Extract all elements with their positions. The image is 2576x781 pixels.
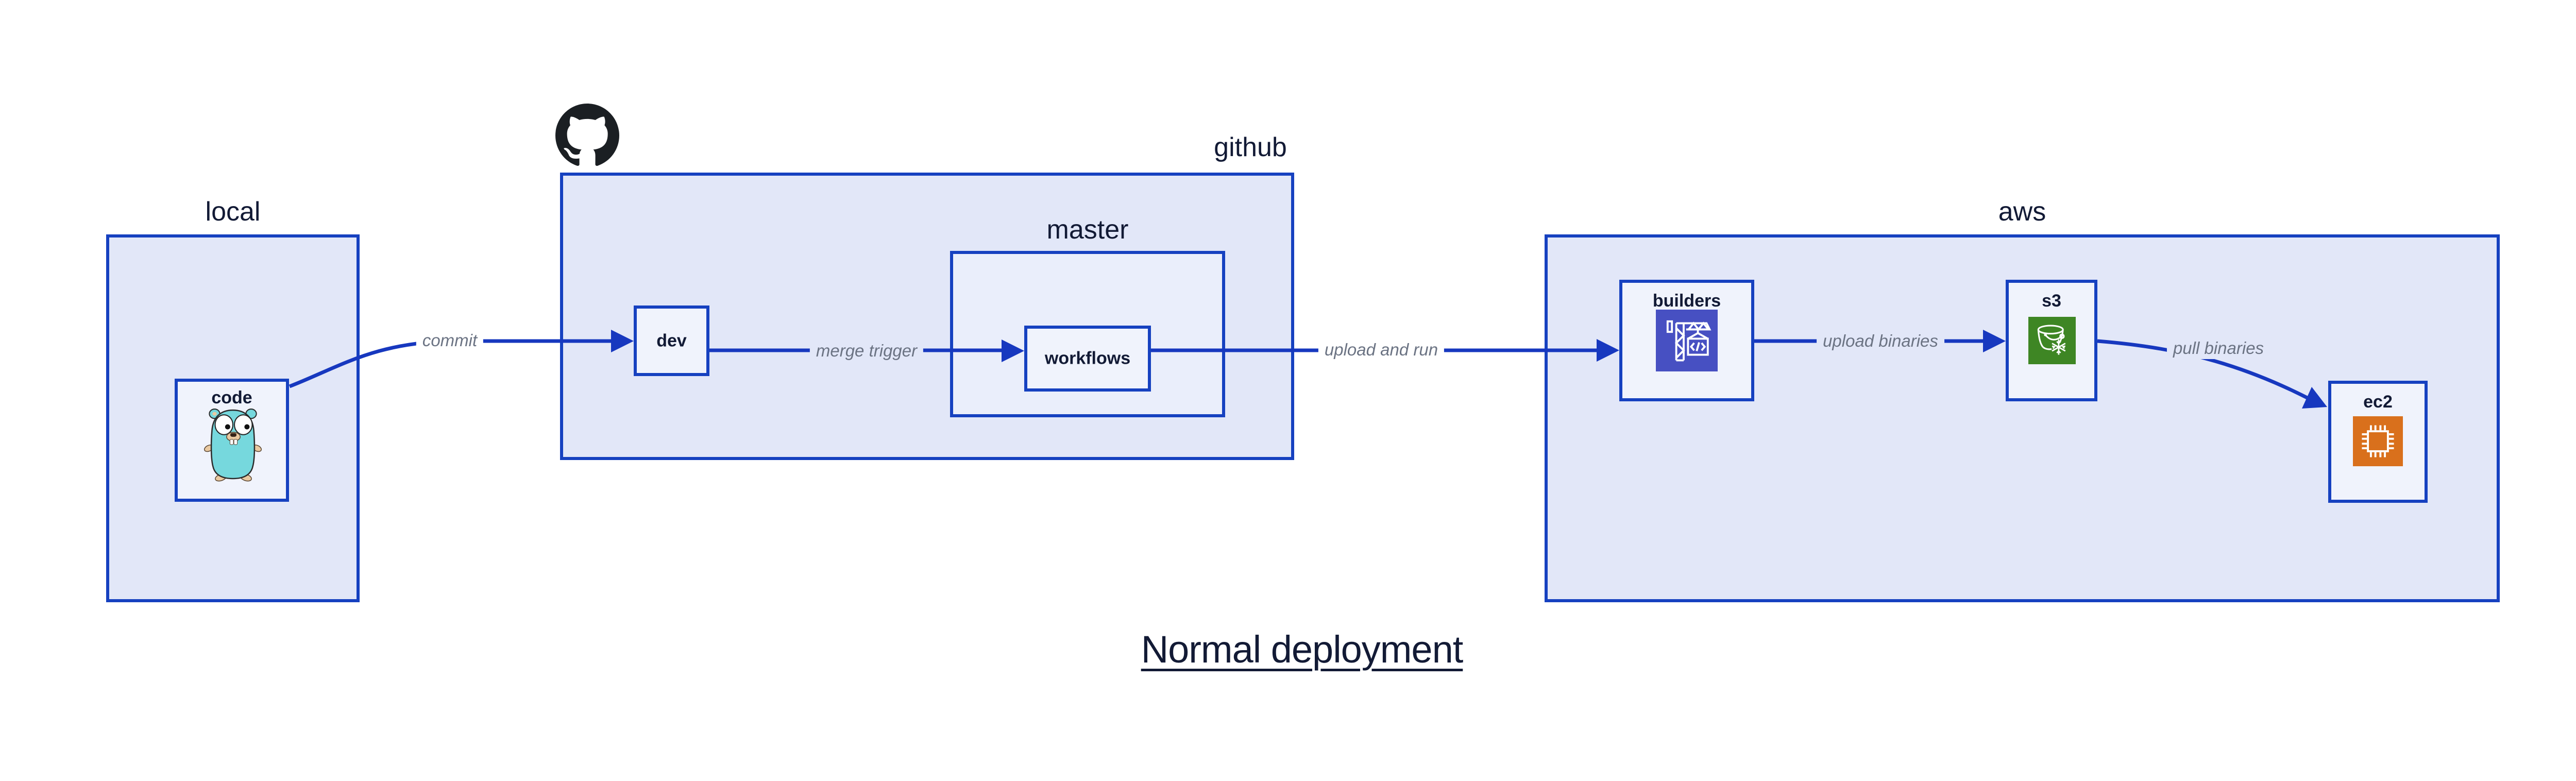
edge-label-merge-trigger: merge trigger: [809, 340, 924, 362]
node-label-dev: dev: [656, 331, 687, 350]
group-label-master: master: [1046, 215, 1129, 245]
go-gopher-icon: [204, 409, 262, 482]
diagram-title: Normal deployment: [1141, 628, 1464, 671]
node-label-code: code: [211, 388, 252, 408]
group-label-aws: aws: [1998, 197, 2046, 227]
edge-label-upload-binaries: upload binaries: [1817, 330, 1944, 352]
aws-codebuild-icon: [1656, 310, 1718, 371]
node-workflows: workflows: [1024, 326, 1151, 392]
node-dev: dev: [634, 305, 709, 376]
node-builders: builders: [1619, 280, 1754, 401]
group-label-github: github: [1214, 132, 1287, 162]
edge-label-upload-and-run: upload and run: [1318, 339, 1445, 361]
node-label-workflows: workflows: [1044, 348, 1131, 368]
node-label-ec2: ec2: [2363, 392, 2393, 412]
aws-ec2-chip-icon: [2353, 416, 2403, 466]
edge-label-commit: commit: [416, 330, 484, 351]
aws-s3-glacier-bucket-icon: [2028, 317, 2076, 364]
node-label-builders: builders: [1652, 291, 1721, 311]
github-logo-icon: [555, 104, 619, 166]
edge-label-pull-binaries: pull binaries: [2166, 337, 2270, 359]
node-label-s3: s3: [2042, 291, 2061, 311]
group-label-local: local: [205, 197, 261, 227]
